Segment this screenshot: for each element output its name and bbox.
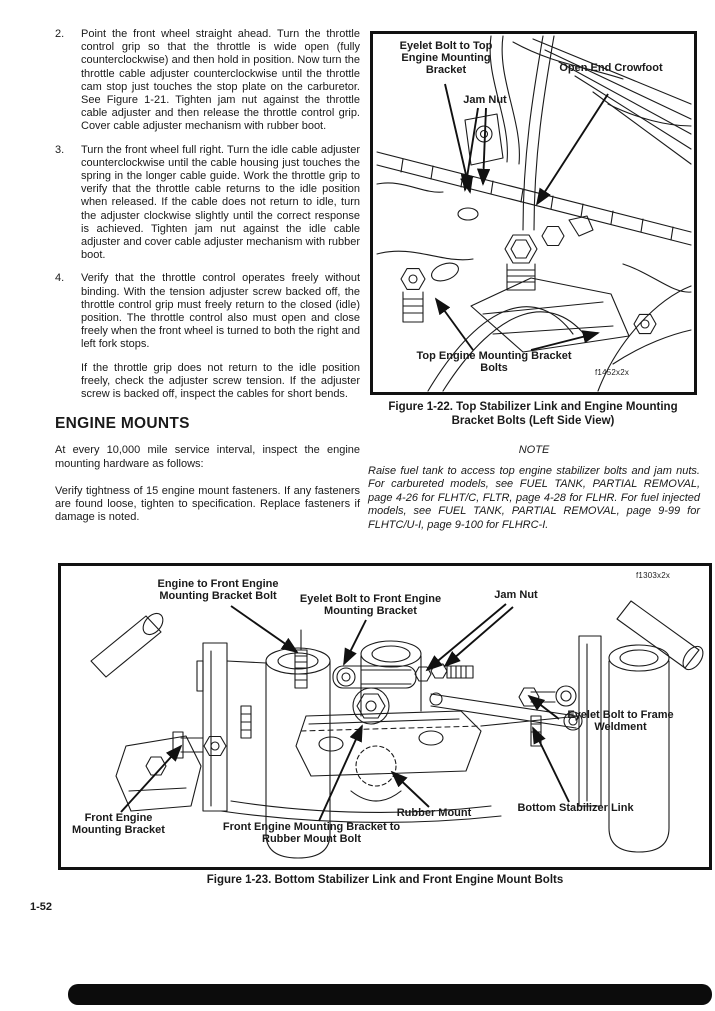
fig23-art-code: f1303x2x (636, 571, 671, 580)
engine-mounts-paragraph-2: Verify tightness of 15 engine mount fast… (55, 484, 360, 524)
fig23-label-front-bracket-to-rubber-mount-bolt: Front Engine Mounting Bracket to Rubber … (222, 821, 401, 845)
fig22-label-jam-nut: Jam Nut (463, 94, 507, 106)
fig23-label-eyelet-bolt-frame-weldment: Eyelet Bolt to Frame Weldment (567, 709, 674, 733)
step-4-continuation: If the throttle grip does not return to … (81, 361, 360, 401)
note-heading: NOTE (518, 444, 550, 456)
step-4-number: 4. (55, 272, 65, 285)
figure-1-22-caption: Figure 1-22. Top Stabilizer Link and Eng… (388, 401, 678, 427)
step-4-text: Verify that the throttle control operate… (81, 272, 360, 351)
figure-1-23-drawing (90, 600, 704, 859)
fig23-label-jam-nut: Jam Nut (494, 589, 538, 601)
note-block: NOTE Raise fuel tank to access top engin… (368, 444, 700, 533)
engine-mounts-paragraph-1: At every 10,000 mile service interval, i… (55, 444, 360, 470)
fig22-art-code: f1452x2x (595, 368, 630, 377)
fig23-label-rubber-mount: Rubber Mount (396, 807, 472, 819)
note-text: Raise fuel tank to access top engine sta… (368, 464, 700, 531)
step-3-number: 3. (55, 143, 65, 156)
step-2-text: Point the front wheel straight ahead. Tu… (81, 28, 360, 133)
procedure-text-column: 2. Point the front wheel straight ahead.… (55, 28, 360, 525)
fig22-label-bracket-bolts: Top Engine Mounting Bracket Bolts (416, 350, 572, 374)
step-2: 2. Point the front wheel straight ahead.… (55, 28, 360, 134)
step-4: 4. Verify that the throttle control oper… (55, 272, 360, 351)
fig23-label-engine-to-front-bracket-bolt: Engine to Front Engine Mounting Bracket … (157, 578, 279, 602)
section-heading-engine-mounts: ENGINE MOUNTS (55, 415, 190, 433)
step-2-number: 2. (55, 28, 65, 40)
fig23-label-eyelet-bolt-front-bracket: Eyelet Bolt to Front Engine Mounting Bra… (299, 593, 442, 617)
figure-1-23-caption: Figure 1-23. Bottom Stabilizer Link and … (206, 874, 564, 886)
step-3-text: Turn the front wheel full right. Turn th… (81, 143, 360, 262)
fig23-label-bottom-stabilizer-link: Bottom Stabilizer Link (517, 802, 634, 814)
figure-1-22: Eyelet Bolt to Top Engine Mounting Brack… (370, 31, 697, 395)
fig22-label-eyelet-bolt: Eyelet Bolt to Top Engine Mounting Brack… (399, 40, 493, 76)
page-number: 1-52 (30, 901, 53, 913)
step-3: 3. Turn the front wheel full right. Turn… (55, 144, 360, 263)
figure-1-23: Engine to Front Engine Mounting Bracket … (58, 563, 712, 870)
bottom-scrollbar[interactable] (68, 984, 712, 1005)
figure-1-22-drawing (376, 35, 692, 392)
fig23-label-front-engine-mounting-bracket: Front Engine Mounting Bracket (72, 812, 165, 836)
fig22-label-open-end-crowfoot: Open End Crowfoot (559, 62, 663, 74)
